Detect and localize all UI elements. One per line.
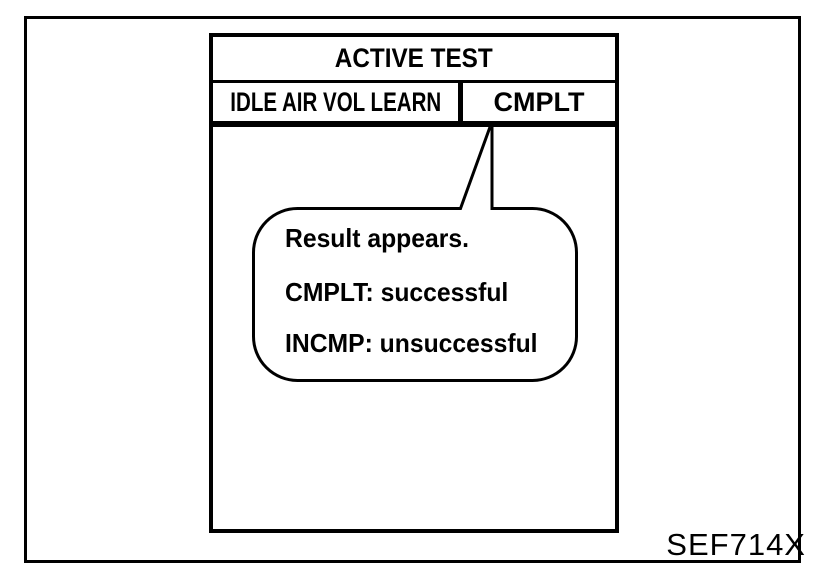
screen-title-row: ACTIVE TEST [213, 37, 615, 83]
figure-code: SEF714X [666, 527, 806, 562]
param-name-cell: IDLE AIR VOL LEARN [213, 83, 463, 121]
callout-line: CMPLT: successful [285, 277, 509, 307]
figure-border [24, 16, 801, 563]
callout-line: Result appears. [285, 223, 469, 253]
screen-title: ACTIVE TEST [335, 43, 493, 73]
result-value-cell: CMPLT [463, 83, 615, 121]
param-name-label: IDLE AIR VOL LEARN [230, 86, 441, 117]
screen-param-row: IDLE AIR VOL LEARN CMPLT [213, 83, 615, 127]
result-value-label: CMPLT [493, 86, 585, 117]
callout-line: INCMP: unsuccessful [285, 328, 538, 358]
